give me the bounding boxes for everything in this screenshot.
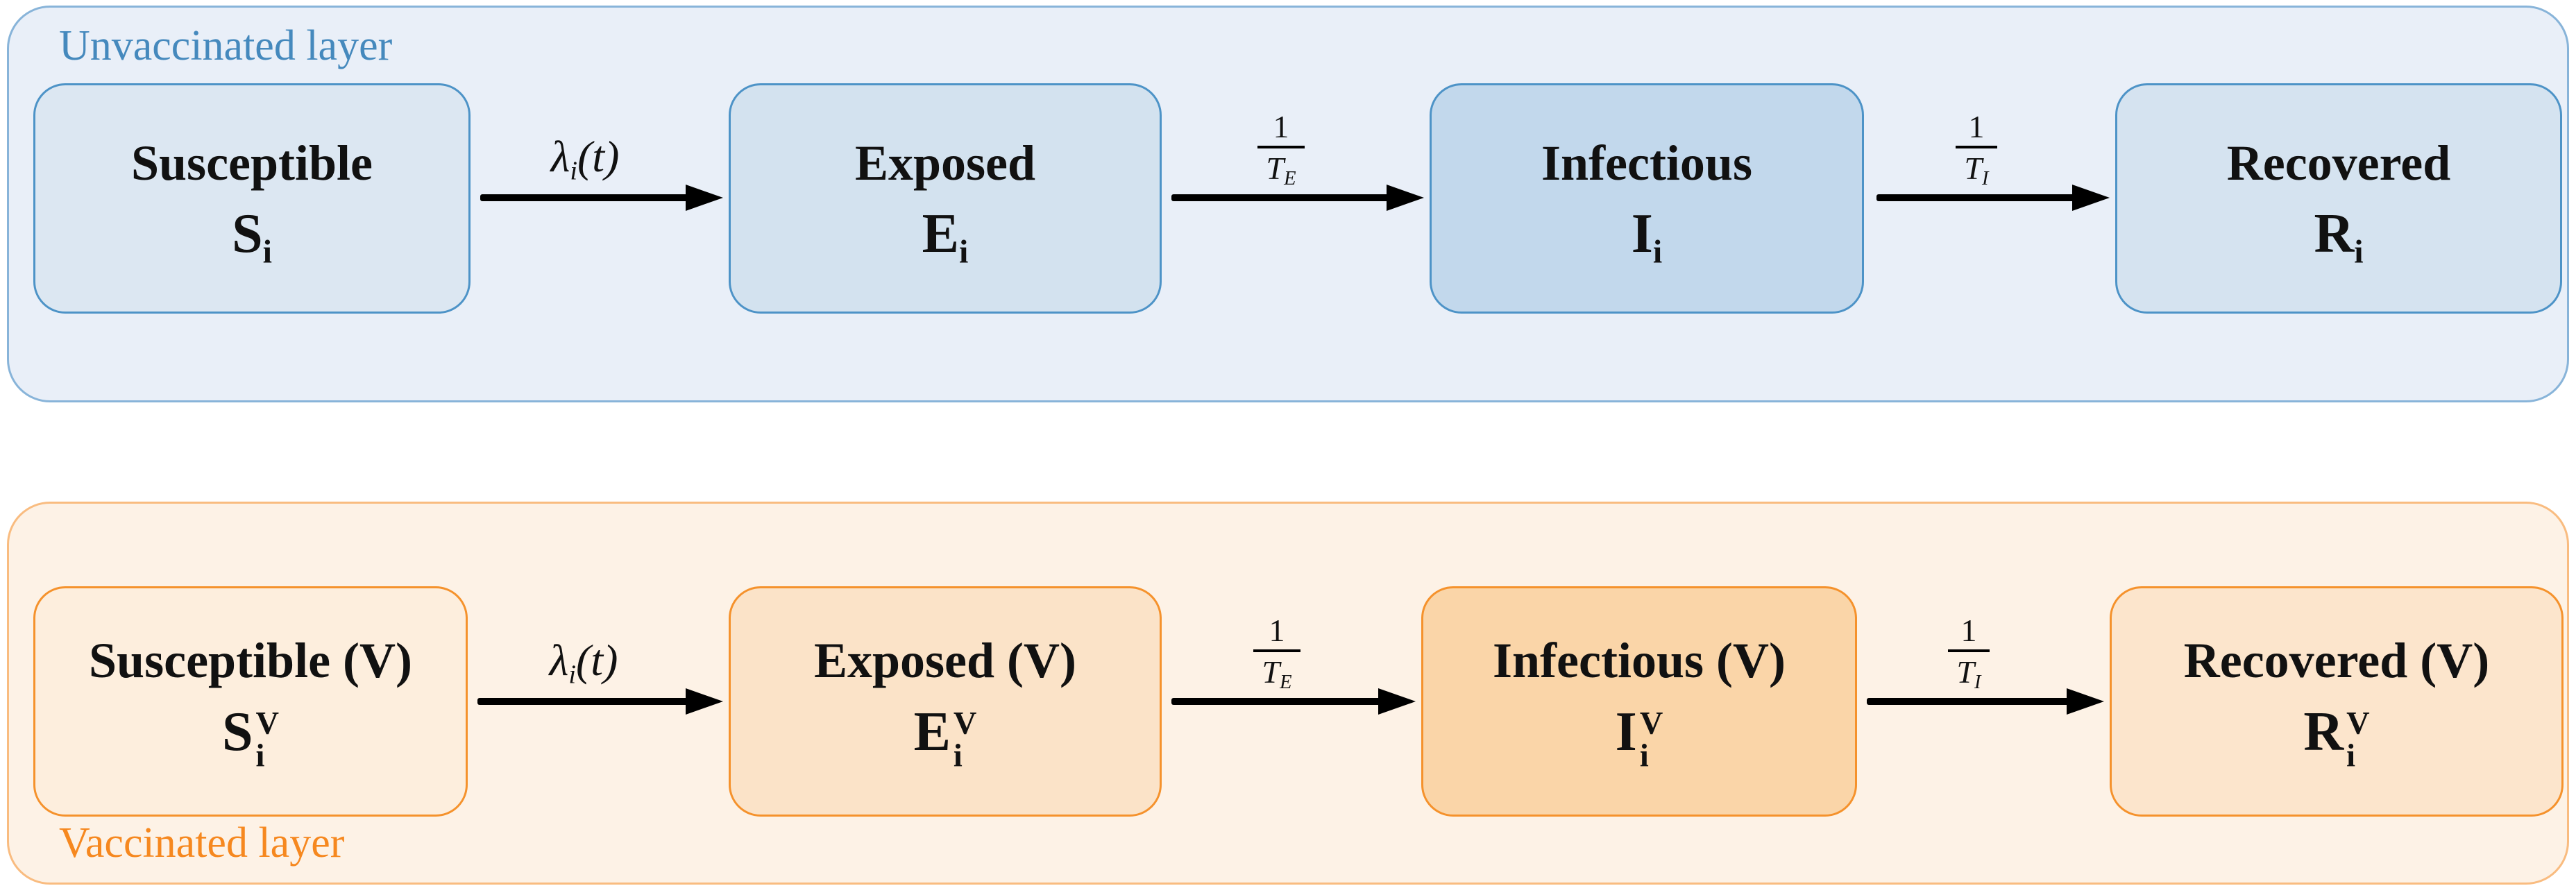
arrow-head-icon [2072, 185, 2110, 211]
vaccinated-layer-label: Vaccinated layer [59, 819, 345, 867]
node-title: Susceptible [130, 135, 373, 191]
arrow-line [1171, 698, 1385, 705]
arrow-head-icon [1387, 185, 1424, 211]
transition-rate-label: λi(t) [549, 636, 618, 690]
node-title: Infectious [1541, 135, 1752, 191]
arrow-head-icon [686, 688, 723, 715]
flow-arrow-s-to-e: λi(t) [480, 104, 723, 211]
node-exposed: Exposed Ei [729, 83, 1162, 314]
node-symbol: Ii [1631, 203, 1663, 271]
unvaccinated-layer-label: Unvaccinated layer [59, 22, 393, 69]
node-susceptible: Susceptible Si [33, 83, 471, 314]
arrow-line [477, 698, 693, 705]
flow-arrow-sv-to-ev: λi(t) [477, 608, 723, 715]
node-recovered: Recovered Ri [2115, 83, 2562, 314]
node-title: Susceptible (V) [89, 633, 412, 689]
arrow-line [1171, 194, 1393, 201]
node-title: Recovered [2226, 135, 2451, 191]
node-symbol: Ei [922, 203, 969, 271]
node-title: Exposed [854, 135, 1036, 191]
arrow-line [1867, 698, 2074, 705]
node-symbol: Si [232, 203, 272, 271]
transition-rate-label: λi(t) [550, 132, 620, 186]
node-infectious: Infectious Ii [1430, 83, 1864, 314]
node-title: Recovered (V) [2183, 633, 2490, 689]
arrow-head-icon [686, 185, 723, 211]
node-title: Exposed (V) [813, 633, 1077, 689]
arrow-head-icon [1378, 688, 1416, 715]
arrow-head-icon [2067, 688, 2104, 715]
arrow-line [480, 194, 693, 201]
arrow-line [1876, 194, 2079, 201]
node-title: Infectious (V) [1493, 633, 1786, 689]
node-symbol: Ri [2314, 203, 2364, 271]
